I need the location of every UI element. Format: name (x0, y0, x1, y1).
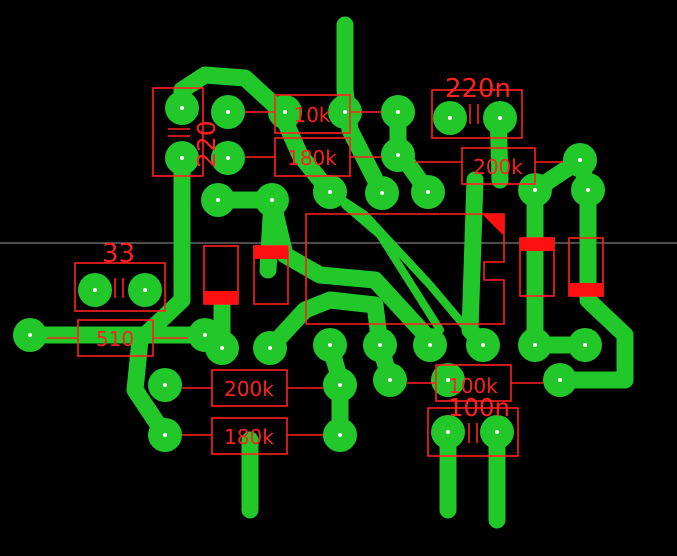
silkscreen-outlines (47, 87, 604, 457)
label-c100n: 100n (448, 393, 510, 422)
diode-1-band (204, 291, 238, 304)
c100n-outline (427, 407, 519, 457)
capacitor-symbols (114, 104, 479, 443)
c220n-outline (431, 89, 523, 139)
label-r10k: 10k (293, 103, 330, 127)
label-r200k-right: 200k (473, 155, 523, 179)
diode-2-band (254, 246, 288, 259)
r200k-right-outline (461, 147, 536, 185)
r10k-outline (274, 94, 351, 134)
drill-holes (28, 106, 590, 437)
label-r510: 510 (96, 327, 134, 351)
r180k-bottom-outline (211, 417, 288, 455)
c220-outline (152, 87, 204, 177)
diode-3-band (520, 238, 554, 251)
silkscreen-solids (204, 214, 603, 304)
ic-pin1-marker (482, 214, 504, 236)
c33-outline (74, 262, 166, 312)
label-r180k-bottom: 180k (224, 425, 274, 449)
label-r180k-top: 180k (287, 146, 337, 170)
label-r100k: 100k (448, 374, 498, 398)
label-c33: 33 (102, 239, 135, 269)
label-c220: 220 (192, 120, 221, 168)
diode-4-band (569, 283, 603, 296)
label-r200k-mid: 200k (224, 377, 274, 401)
label-c220n: 220n (445, 74, 511, 104)
